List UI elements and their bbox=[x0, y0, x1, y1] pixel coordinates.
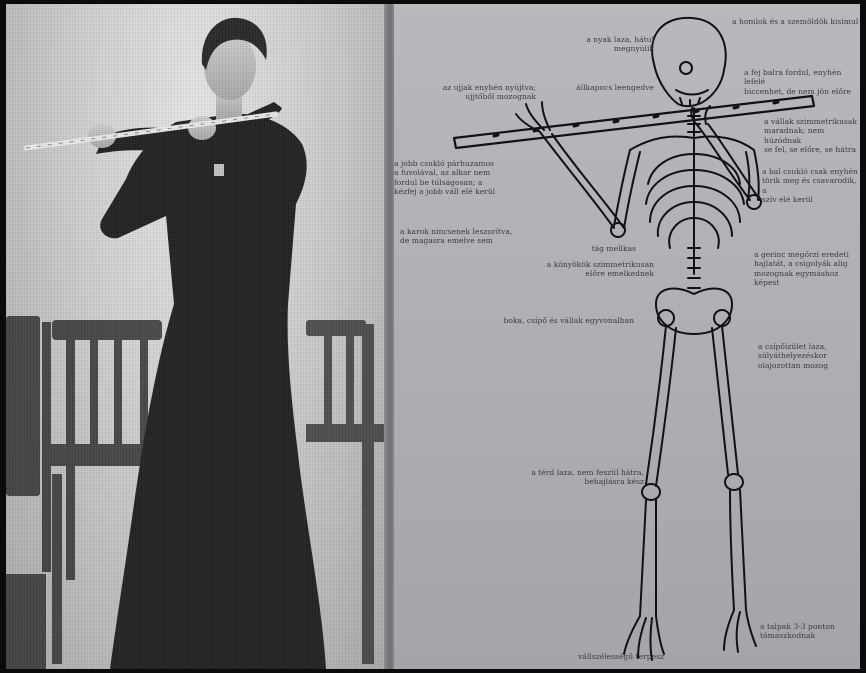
label-terd: a térd laza, nem feszül hátra, behajlásr… bbox=[514, 468, 644, 487]
skeleton-illustration-page: a homlok és a szemöldök kisimul a nyak l… bbox=[394, 4, 860, 669]
label-gerinc: a gerinc megőrzi eredeti hajlatát, a csi… bbox=[754, 250, 860, 288]
flute-playing-skeleton-icon bbox=[394, 4, 860, 669]
label-ujjak: az ujjak enyhén nyújtva; ujjtőből mozogn… bbox=[396, 83, 536, 102]
label-jobb-csuklo: a jobb csukló párhuzamos a fuvolával, az… bbox=[394, 159, 495, 197]
label-konyokok: a könyökök szimmetrikusan előre emelkedn… bbox=[524, 260, 654, 279]
label-homlok: a homlok és a szemöldök kisimul bbox=[732, 17, 858, 26]
label-vallak: a vállak szimmetrikusak maradnak; nem hú… bbox=[764, 117, 860, 155]
label-talpak: a talpak 3-3 ponton támaszkodnak bbox=[760, 622, 835, 641]
label-fej: a fej balra fordul, enyhén lefelé biccen… bbox=[744, 68, 860, 96]
label-csipo: a csípőízület laza, súlyáthelyezéskor ol… bbox=[758, 342, 828, 370]
label-mellkas: tág mellkas bbox=[574, 244, 636, 253]
label-boka: boka, csípő és vállak egyvonalban bbox=[464, 316, 634, 325]
label-bal-csuklo: a bal csukló csak enyhén törik meg és cs… bbox=[762, 167, 860, 205]
flutist-photograph bbox=[6, 4, 386, 669]
label-terpesz: vállszélességű terpesz bbox=[544, 652, 664, 661]
book-spread: a homlok és a szemöldök kisimul a nyak l… bbox=[6, 4, 860, 669]
woman-playing-flute-photo-icon bbox=[6, 4, 386, 669]
label-karok: a karok nincsenek leszorítva, de magasra… bbox=[400, 227, 512, 246]
label-nyak: a nyak laza, hátul megnyúlik bbox=[544, 35, 654, 54]
label-allkapocs: állkapocs leengedve bbox=[544, 83, 654, 92]
